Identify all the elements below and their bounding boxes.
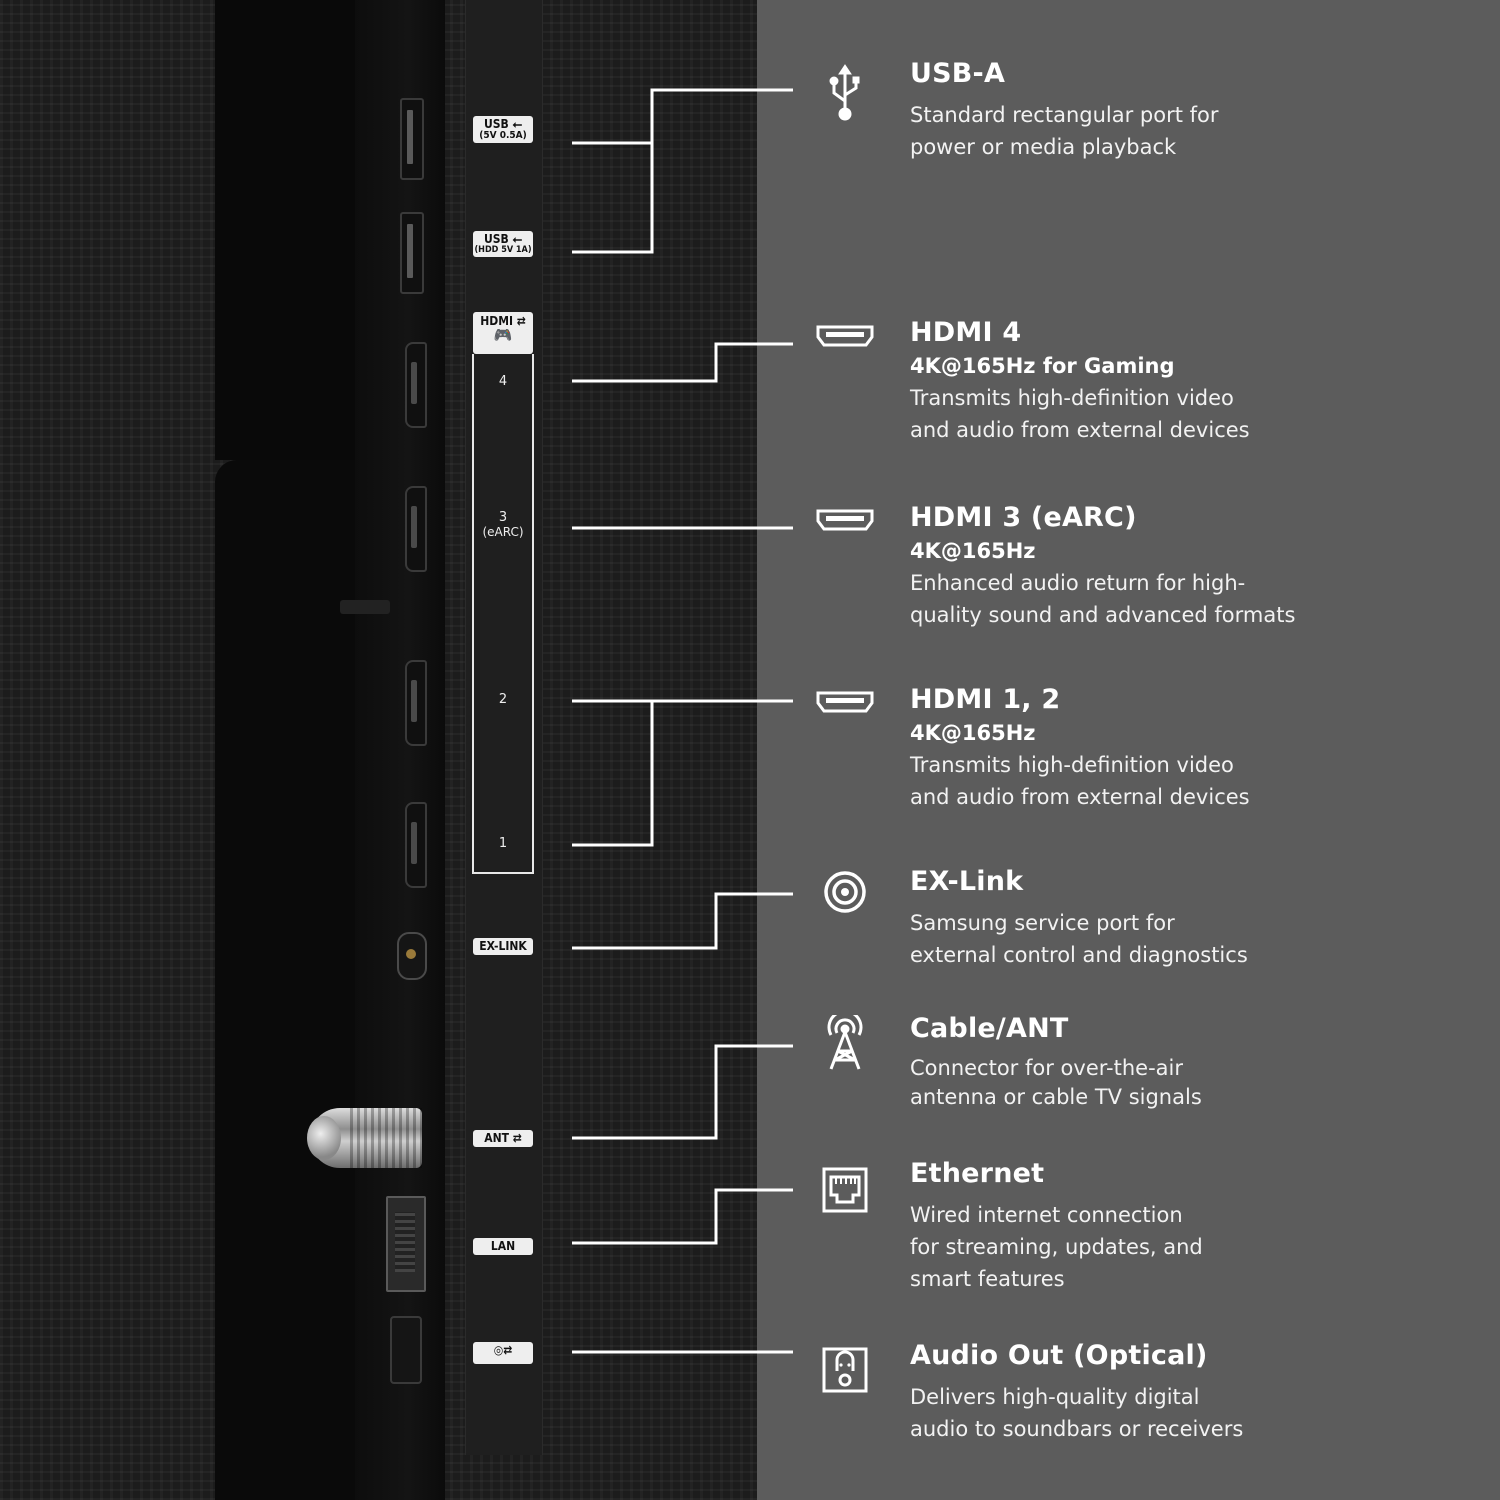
optical-label: ◎⇄ <box>473 1342 533 1364</box>
optical-title: Audio Out (Optical) <box>910 1340 1208 1371</box>
cable-ant-title: Cable/ANT <box>910 1013 1069 1044</box>
usb-a-title: USB-A <box>910 58 1006 89</box>
optical-symbol-icon: ◎⇄ <box>493 1343 513 1357</box>
exlink-title: EX-Link <box>910 866 1024 897</box>
hdmi-port-1 <box>405 802 427 888</box>
cable-clip <box>340 600 390 614</box>
usb-label-1: USB ⭠ (5V 0.5A) <box>473 116 533 144</box>
ant-label: ANT ⇄ <box>473 1130 533 1147</box>
hdmi-label-frame: 4 3 (eARC) 2 1 <box>472 354 534 874</box>
ethernet-entry: Ethernet Wired internet connection for s… <box>910 1158 1470 1295</box>
coax-connector <box>307 1108 422 1168</box>
hdmi-icon <box>815 674 875 730</box>
usb-icon <box>815 64 875 121</box>
ethernet-icon <box>815 1162 875 1218</box>
hdmi-1-2-entry: HDMI 1, 2 4K@165Hz Transmits high-defini… <box>910 684 1470 813</box>
hdmi-1-2-subtitle: 4K@165Hz <box>910 721 1036 745</box>
hdmi-label-4: 4 <box>498 374 508 389</box>
exlink-description: Samsung service port for external contro… <box>910 911 1248 967</box>
usb-label-2: USB ⭠ (HDD 5V 1A) <box>473 231 533 258</box>
hdmi-3-entry: HDMI 3 (eARC) 4K@165Hz Enhanced audio re… <box>910 502 1470 631</box>
hdmi-icon <box>815 308 875 364</box>
optical-entry: Audio Out (Optical) Delivers high-qualit… <box>910 1340 1470 1445</box>
gamepad-icon: 🎮 <box>493 325 513 344</box>
optical-port <box>390 1316 422 1384</box>
antenna-icon <box>815 1015 875 1072</box>
hdmi-port-2 <box>405 660 427 746</box>
hdmi-4-subtitle: 4K@165Hz for Gaming <box>910 354 1175 378</box>
usb-port-1 <box>400 98 424 180</box>
cable-ant-description: Connector for over-the-air antenna or ca… <box>910 1056 1202 1109</box>
ethernet-description: Wired internet connection for streaming,… <box>910 1203 1203 1291</box>
usb-port-2 <box>400 212 424 294</box>
info-panel <box>757 0 1500 1500</box>
hdmi-3-subtitle: 4K@165Hz <box>910 539 1036 563</box>
hdmi-icon <box>815 492 875 548</box>
exlink-label: EX-LINK <box>473 938 533 955</box>
hdmi-3-title: HDMI 3 (eARC) <box>910 502 1137 533</box>
hdmi-label-1: 1 <box>498 836 508 851</box>
hdmi-4-description: Transmits high-definition video and audi… <box>910 386 1250 442</box>
hdmi-label-header: HDMI ⇄ 🎮 <box>473 312 533 354</box>
lan-label: LAN <box>473 1238 533 1255</box>
ethernet-title: Ethernet <box>910 1158 1045 1189</box>
exlink-port <box>397 932 427 980</box>
hdmi-label-2: 2 <box>498 692 508 707</box>
usb-a-entry: USB-A Standard rectangular port for powe… <box>910 58 1470 163</box>
hdmi-4-entry: HDMI 4 4K@165Hz for Gaming Transmits hig… <box>910 317 1470 446</box>
hdmi-1-2-description: Transmits high-definition video and audi… <box>910 753 1250 809</box>
exlink-entry: EX-Link Samsung service port for externa… <box>910 866 1470 971</box>
hdmi-port-4 <box>405 342 427 428</box>
lan-port <box>386 1196 426 1292</box>
cable-ant-entry: Cable/ANT Connector for over-the-air ant… <box>910 1013 1470 1112</box>
exlink-icon <box>815 864 875 920</box>
hdmi-port-3 <box>405 486 427 572</box>
usb-a-description: Standard rectangular port for power or m… <box>910 103 1219 159</box>
hdmi-4-title: HDMI 4 <box>910 317 1022 348</box>
hdmi-1-2-title: HDMI 1, 2 <box>910 684 1061 715</box>
optical-icon <box>815 1342 875 1398</box>
hdmi-3-description: Enhanced audio return for high- quality … <box>910 571 1296 627</box>
hdmi-label-3: 3 (eARC) <box>482 510 524 539</box>
optical-description: Delivers high-quality digital audio to s… <box>910 1385 1244 1441</box>
